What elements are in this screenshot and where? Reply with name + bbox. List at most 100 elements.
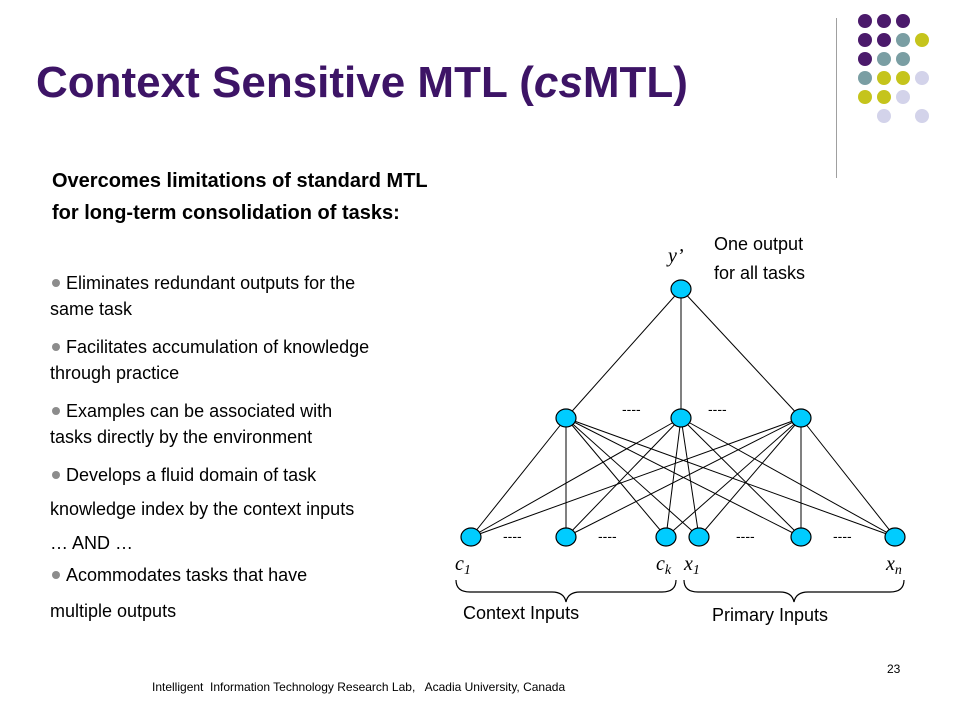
bullet-2-line-1: Facilitates accumulation of knowledge [66, 337, 370, 357]
title-suffix: MTL) [582, 58, 688, 107]
input-node [884, 527, 906, 547]
page-number: 23 [887, 662, 901, 676]
hidden-input-edge [565, 417, 700, 538]
hidden-input-edge [665, 417, 682, 538]
context-inputs-label: Context Inputs [463, 603, 579, 623]
input-dashes-3: ---- [736, 528, 755, 544]
bullet-dot-icon [52, 471, 60, 480]
bullet-3-line-1: Examples can be associated with [66, 401, 333, 421]
output-node [670, 279, 692, 299]
decor-dot [915, 71, 929, 85]
bullet-1-line-2: same task [50, 299, 133, 319]
decor-dot [858, 52, 872, 66]
hidden-node [790, 408, 812, 428]
hidden-input-edge [565, 417, 896, 538]
input-node [688, 527, 710, 547]
output-note-line-2: for all tasks [714, 263, 805, 283]
bullet-2: Facilitates accumulation of knowledge th… [50, 334, 369, 386]
decor-dot [877, 90, 891, 104]
hidden-input-edge [698, 417, 802, 538]
network-nodes [460, 279, 906, 547]
and-text: … AND … [50, 533, 134, 553]
output-label: y’ [666, 245, 684, 267]
hidden-input-edge [565, 417, 667, 538]
hidden-dashes-right: ---- [708, 401, 727, 417]
bullet-1-line-1: Eliminates redundant outputs for the [66, 273, 356, 293]
intro-line-2: for long-term consolidation of tasks: [52, 202, 400, 224]
bullet-4-line-1: Develops a fluid domain of task [66, 465, 317, 485]
hidden-input-edge [565, 417, 682, 538]
bullet-4: Develops a fluid domain of task knowledg… [50, 458, 354, 526]
hidden-input-edge [565, 417, 802, 538]
input-node [555, 527, 577, 547]
hidden-input-edge [680, 417, 896, 538]
primary-inputs-label: Primary Inputs [712, 605, 828, 625]
x1-letter: x [683, 553, 693, 575]
xn-subscript: n [895, 563, 902, 578]
bullet-1: Eliminates redundant outputs for the sam… [50, 270, 355, 322]
output-hidden-edge [565, 288, 682, 419]
decor-dot [896, 52, 910, 66]
intro-text: Overcomes limitations of standard MTL fo… [52, 165, 572, 229]
c1-letter: c [455, 553, 464, 575]
decor-dot [896, 33, 910, 47]
hidden-node [555, 408, 577, 428]
title-prefix: Context Sensitive MTL ( [36, 58, 534, 107]
bullet-5: Acommodates tasks that have [50, 562, 307, 588]
primary-inputs-brace [683, 579, 905, 603]
hidden-input-edge [470, 417, 802, 538]
c1-subscript: 1 [464, 563, 471, 578]
hidden-input-edge [470, 417, 567, 538]
input-dashes-2: ---- [598, 528, 617, 544]
decor-dot [858, 33, 872, 47]
input-label-x1: x1 [683, 553, 700, 578]
hidden-node [670, 408, 692, 428]
decor-dot [896, 71, 910, 85]
hidden-input-edge [665, 417, 802, 538]
input-label-c1: c1 [455, 553, 471, 578]
decor-dot [858, 14, 872, 28]
bullet-2-line-2: through practice [50, 363, 180, 383]
input-dashes-1: ---- [503, 528, 522, 544]
decor-dot [915, 109, 929, 123]
hidden-dashes-left: ---- [622, 401, 641, 417]
bullet-3-line-2: tasks directly by the environment [50, 427, 313, 447]
bullet-dot-icon [52, 279, 60, 288]
title-italic: cs [533, 58, 583, 107]
footer-text: Intelligent Information Technology Resea… [152, 680, 566, 694]
bullet-3: Examples can be associated with tasks di… [50, 398, 332, 450]
decor-dot [877, 33, 891, 47]
hidden-input-edge [800, 417, 896, 538]
input-node [790, 527, 812, 547]
bullet-dot-icon [52, 343, 60, 352]
bullet-5-line-2: multiple outputs [50, 601, 177, 621]
input-label-xn: xn [885, 553, 902, 578]
decor-dot [877, 109, 891, 123]
input-label-ck: ck [656, 553, 672, 578]
slide-title: Context Sensitive MTL (csMTL) [36, 58, 688, 108]
decor-dot [877, 71, 891, 85]
decor-dot [896, 90, 910, 104]
input-node [460, 527, 482, 547]
hidden-input-edge [470, 417, 682, 538]
x1-subscript: 1 [693, 563, 700, 578]
decor-dot [877, 52, 891, 66]
context-inputs-brace [455, 579, 677, 603]
xn-letter: x [885, 553, 895, 575]
bullet-dot-icon [52, 407, 60, 416]
intro-line-1: Overcomes limitations of standard MTL [52, 170, 428, 192]
decor-dot [858, 90, 872, 104]
bullet-4-line-2: knowledge index by the context inputs [50, 499, 355, 519]
output-note-line-1: One output [714, 234, 803, 254]
hidden-input-edge [680, 417, 802, 538]
input-node [655, 527, 677, 547]
decor-dot [858, 71, 872, 85]
bullet-5-line-1: Acommodates tasks that have [66, 565, 308, 585]
input-dashes-4: ---- [833, 528, 852, 544]
network-edges [470, 288, 896, 538]
hidden-input-edge [680, 417, 700, 538]
bullet-dot-icon [52, 571, 60, 580]
ck-letter: c [656, 553, 665, 575]
output-hidden-edge [680, 288, 802, 419]
